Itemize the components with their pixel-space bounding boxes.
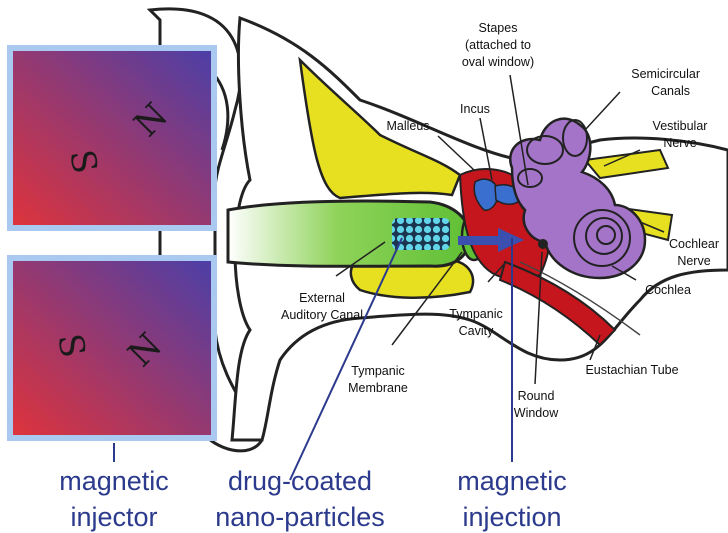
label-eustachian-tube: Eustachian Tube (585, 363, 678, 377)
label-semicircular-2: Canals (651, 84, 690, 98)
label-cochlea: Cochlea (645, 283, 691, 297)
label-round-window-2: Window (514, 406, 559, 420)
label-cochlear-nerve-1: Cochlear (669, 237, 719, 251)
label-stapes-3: oval window) (462, 55, 534, 69)
caption-drug-coated-1: drug-coated (228, 466, 372, 496)
label-stapes-2: (attached to (465, 38, 531, 52)
label-cochlear-nerve-2: Nerve (677, 254, 710, 268)
label-tympanic-membrane-1: Tympanic (351, 364, 405, 378)
caption-magnetic-injector-1: magnetic (59, 466, 169, 496)
caption-magnetic-injector-2: injector (70, 502, 157, 532)
label-round-window-1: Round (518, 389, 555, 403)
label-malleus: Malleus (386, 119, 429, 133)
label-tympanic-cavity-1: Tympanic (449, 307, 503, 321)
label-external-canal-2: Auditory Canal (281, 308, 363, 322)
label-tympanic-cavity-2: Cavity (459, 324, 494, 338)
magnet-top: S N (10, 48, 214, 228)
caption-magnetic-injection-2: injection (462, 502, 561, 532)
nanoparticle-cluster (392, 218, 450, 250)
label-tympanic-membrane-2: Membrane (348, 381, 408, 395)
label-stapes-1: Stapes (479, 21, 518, 35)
label-incus: Incus (460, 102, 490, 116)
label-vestibular-1: Vestibular (653, 119, 708, 133)
caption-drug-coated-2: nano-particles (215, 502, 385, 532)
label-vestibular-2: Nerve (663, 136, 696, 150)
caption-magnetic-injection-1: magnetic (457, 466, 567, 496)
magnet-bottom: S N (10, 258, 214, 438)
round-window (538, 239, 548, 249)
label-semicircular-1: Semicircular (631, 67, 700, 81)
label-external-canal-1: External (299, 291, 345, 305)
